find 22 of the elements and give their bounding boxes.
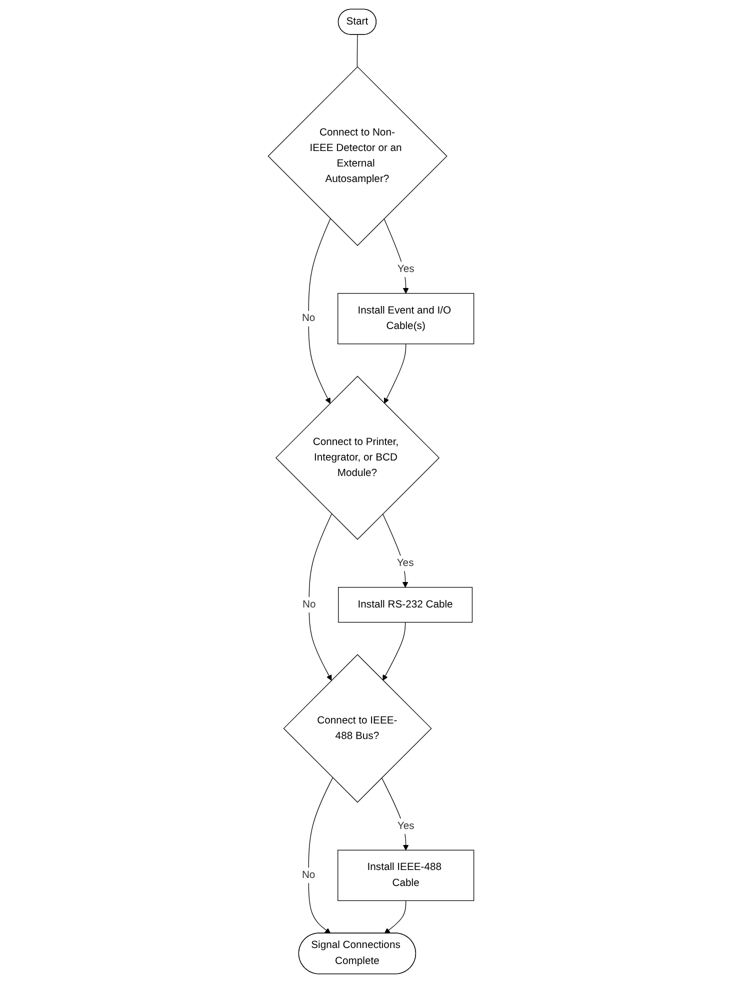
- edge-label: No: [302, 870, 316, 881]
- edge-label: Yes: [397, 820, 414, 832]
- node-box: Install IEEE-488 Cable: [338, 850, 474, 901]
- node-diamond: Connect to IEEE-488 Bus?: [283, 654, 432, 803]
- node-box: Install Event and I/O Cable(s): [338, 293, 474, 344]
- node-diamond: Connect to Printer, Integrator, or BCD Module?: [276, 376, 440, 540]
- edge-label: No: [302, 598, 316, 610]
- node-diamond: Connect to Non-IEEE Detector or an External Autosampler?: [268, 66, 448, 246]
- arrow: [308, 777, 333, 934]
- arrow: [382, 622, 406, 681]
- arrow: [382, 514, 408, 588]
- edge-label: Yes: [396, 558, 414, 569]
- edge-label: Yes: [397, 264, 414, 275]
- arrow: [381, 777, 409, 850]
- connector: [356, 34, 358, 68]
- node-box: Install RS-232 Cable: [338, 586, 473, 623]
- arrow: [384, 344, 406, 404]
- arrow: [308, 218, 331, 404]
- arrow: [384, 218, 409, 294]
- arrow: [308, 514, 332, 681]
- edge-label: No: [302, 312, 316, 324]
- arrow: [384, 900, 406, 934]
